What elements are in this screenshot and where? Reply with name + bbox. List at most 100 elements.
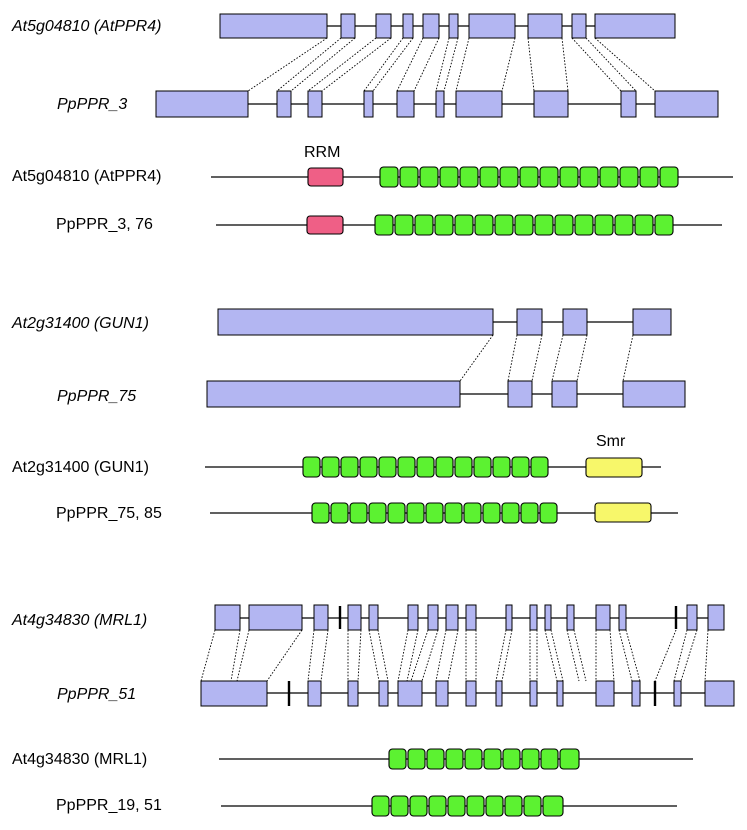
exon: [368, 604, 379, 631]
exon: [217, 308, 494, 336]
ppr-motif: [474, 214, 494, 236]
ppr-motif-array: [388, 748, 580, 770]
gene-label-at4g34830: At4g34830 (MRL1): [11, 612, 147, 629]
exon-correspondence-lines: [200, 629, 709, 682]
exon: [516, 308, 543, 336]
ppr-motif: [659, 166, 679, 188]
ppr-motif: [523, 795, 542, 817]
exon-correspondence-lines: [247, 37, 656, 92]
exon: [618, 604, 627, 631]
exon: [397, 680, 423, 707]
ppr-motif: [501, 502, 520, 524]
exon: [307, 90, 323, 118]
panel-mrl1: At4g34830 (MRL1): [11, 604, 735, 817]
exon: [363, 90, 374, 118]
ppr-motif: [407, 748, 426, 770]
exon: [551, 380, 578, 408]
exon: [507, 380, 533, 408]
gene-model-at2g31400: [217, 308, 672, 336]
gene-model-ppppr-3: [155, 90, 719, 118]
exon: [435, 680, 449, 707]
ppr-motif: [504, 795, 523, 817]
ppr-motif: [387, 502, 406, 524]
exon: [407, 604, 419, 631]
smr-domain-label: Smr: [596, 433, 626, 450]
smr-domain: [594, 502, 652, 523]
ppr-motif: [579, 166, 599, 188]
exon: [529, 604, 538, 631]
protein-label-at2g31400: At2g31400 (GUN1): [12, 459, 149, 476]
exon: [595, 680, 615, 707]
ppr-motif: [559, 748, 580, 770]
ppr-motif: [425, 502, 444, 524]
ppr-motif: [459, 166, 479, 188]
ppr-motif: [530, 456, 549, 478]
ppr-motif: [409, 795, 428, 817]
exon: [206, 380, 461, 408]
ppr-motif: [379, 166, 399, 188]
exon: [704, 680, 735, 707]
exon: [307, 680, 322, 707]
exon: [347, 680, 359, 707]
ppr-motif-array: [379, 166, 679, 188]
exon: [622, 380, 686, 408]
exon: [495, 680, 503, 707]
exon: [631, 680, 641, 707]
exon: [544, 604, 552, 631]
protein-label-ppppr-75: PpPPR_75, 85: [56, 505, 162, 522]
ppr-motif: [445, 748, 464, 770]
protein-label-at4g34830: At4g34830 (MRL1): [12, 751, 147, 768]
exon: [654, 90, 719, 118]
exon-correspondence-lines: [459, 334, 634, 382]
exon: [468, 13, 516, 39]
exon: [556, 680, 564, 707]
exon: [248, 604, 303, 631]
ppr-motif: [494, 214, 514, 236]
ppr-motif: [482, 502, 501, 524]
ppr-motif: [599, 166, 619, 188]
ppr-motif: [419, 166, 439, 188]
smr-domain: [585, 457, 643, 478]
ppr-motif: [634, 214, 654, 236]
gene-label-ppppr-51: PpPPR_51: [57, 686, 136, 703]
ppr-motif: [416, 456, 435, 478]
exon: [396, 90, 415, 118]
exon: [347, 604, 362, 631]
ppr-motif: [454, 456, 473, 478]
ppr-motif: [519, 166, 539, 188]
ppr-motif: [340, 456, 359, 478]
ppr-motif: [466, 795, 485, 817]
ppr-motif: [302, 456, 321, 478]
exon: [219, 13, 328, 39]
gene-model-at4g34830: [214, 604, 725, 631]
panel-atppr4: At5g04810 (AtPPR4): [11, 13, 733, 236]
ppr-motif: [426, 748, 445, 770]
gene-label-at5g04810: At5g04810 (AtPPR4): [11, 18, 161, 35]
exon: [571, 13, 587, 39]
protein-model-at5g04810: [211, 166, 733, 188]
ppr-motif: [542, 795, 564, 817]
ppr-motif: [485, 795, 504, 817]
ppr-motif: [511, 456, 530, 478]
ppr-motif: [388, 748, 407, 770]
ppr-motif: [514, 214, 534, 236]
exon: [620, 90, 637, 118]
exon: [155, 90, 249, 118]
ppr-motif: [539, 502, 558, 524]
exon: [313, 604, 329, 631]
ppr-motif: [311, 502, 330, 524]
exon: [505, 604, 513, 631]
exon: [533, 90, 569, 118]
ppr-motif: [521, 748, 540, 770]
protein-model-at2g31400: [205, 456, 661, 478]
gene-label-ppppr-75: PpPPR_75: [57, 388, 136, 405]
ppr-motif: [539, 166, 559, 188]
rrm-domain-label: RRM: [304, 144, 340, 161]
ppr-motif: [439, 166, 459, 188]
exon: [276, 90, 292, 118]
ppr-motif: [349, 502, 368, 524]
ppr-motif: [406, 502, 425, 524]
ppr-motif: [554, 214, 574, 236]
exon: [427, 604, 439, 631]
ppr-motif: [463, 502, 482, 524]
